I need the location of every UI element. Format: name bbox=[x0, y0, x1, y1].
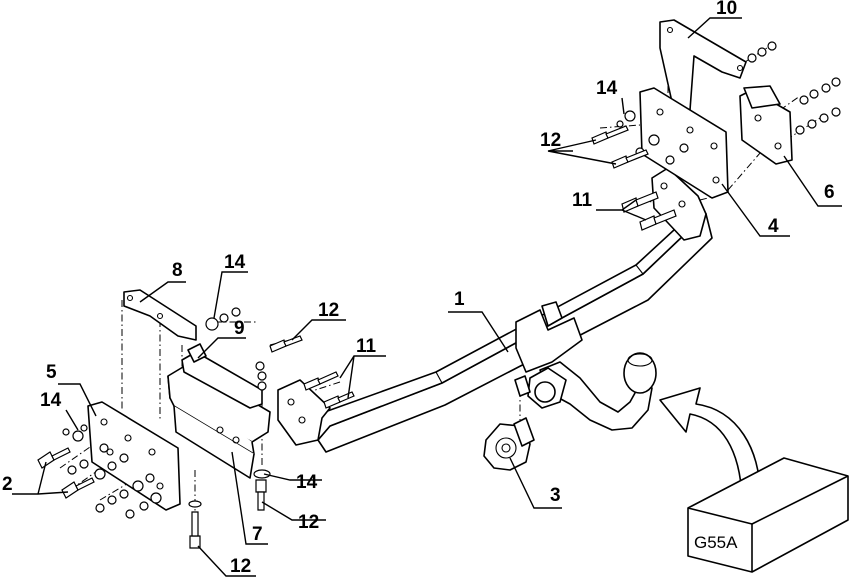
leader-lines bbox=[12, 17, 842, 577]
bolts-11-left bbox=[303, 371, 355, 409]
label-part-9: 9 bbox=[234, 318, 245, 339]
label-part-14-left: 14 bbox=[40, 390, 62, 411]
bolts-12-bottom bbox=[188, 469, 271, 549]
socket-plate bbox=[483, 417, 535, 471]
label-part-14-mid: 14 bbox=[296, 472, 318, 493]
tow-ball bbox=[514, 352, 657, 431]
label-part-12-bottom: 12 bbox=[230, 556, 251, 577]
label-part-4: 4 bbox=[768, 216, 779, 237]
bolts-2-left bbox=[37, 424, 162, 519]
label-part-10: 10 bbox=[716, 0, 737, 19]
label-part-8: 8 bbox=[172, 260, 183, 281]
fastener-group-top-right bbox=[616, 41, 841, 165]
curved-arrow-icon bbox=[659, 387, 761, 499]
right-brackets bbox=[639, 19, 793, 199]
label-part-5: 5 bbox=[46, 362, 57, 383]
main-crossbar bbox=[277, 167, 713, 453]
label-part-7: 7 bbox=[252, 524, 263, 545]
fasteners bbox=[37, 41, 841, 549]
callout-labels: 1 2 3 4 5 6 7 8 9 10 11 11 12 12 12 12 1… bbox=[2, 0, 835, 577]
label-part-14-upper-left: 14 bbox=[224, 252, 246, 273]
label-part-14-right: 14 bbox=[596, 78, 618, 99]
model-code-label: G55A bbox=[694, 533, 738, 552]
label-part-1: 1 bbox=[454, 289, 465, 310]
label-part-6: 6 bbox=[824, 182, 835, 203]
label-part-12-mid: 12 bbox=[298, 512, 319, 533]
label-part-11-left: 11 bbox=[356, 336, 377, 357]
model-box: G55A bbox=[687, 457, 849, 573]
left-brackets bbox=[87, 289, 271, 511]
bolts-12-right bbox=[591, 125, 649, 169]
label-part-3: 3 bbox=[550, 485, 561, 506]
washers-near-8 bbox=[205, 307, 241, 331]
label-part-12-right: 12 bbox=[540, 130, 561, 151]
label-part-12-left-upper: 12 bbox=[318, 300, 339, 321]
label-part-11-right: 11 bbox=[572, 190, 593, 211]
label-part-2: 2 bbox=[2, 474, 13, 495]
